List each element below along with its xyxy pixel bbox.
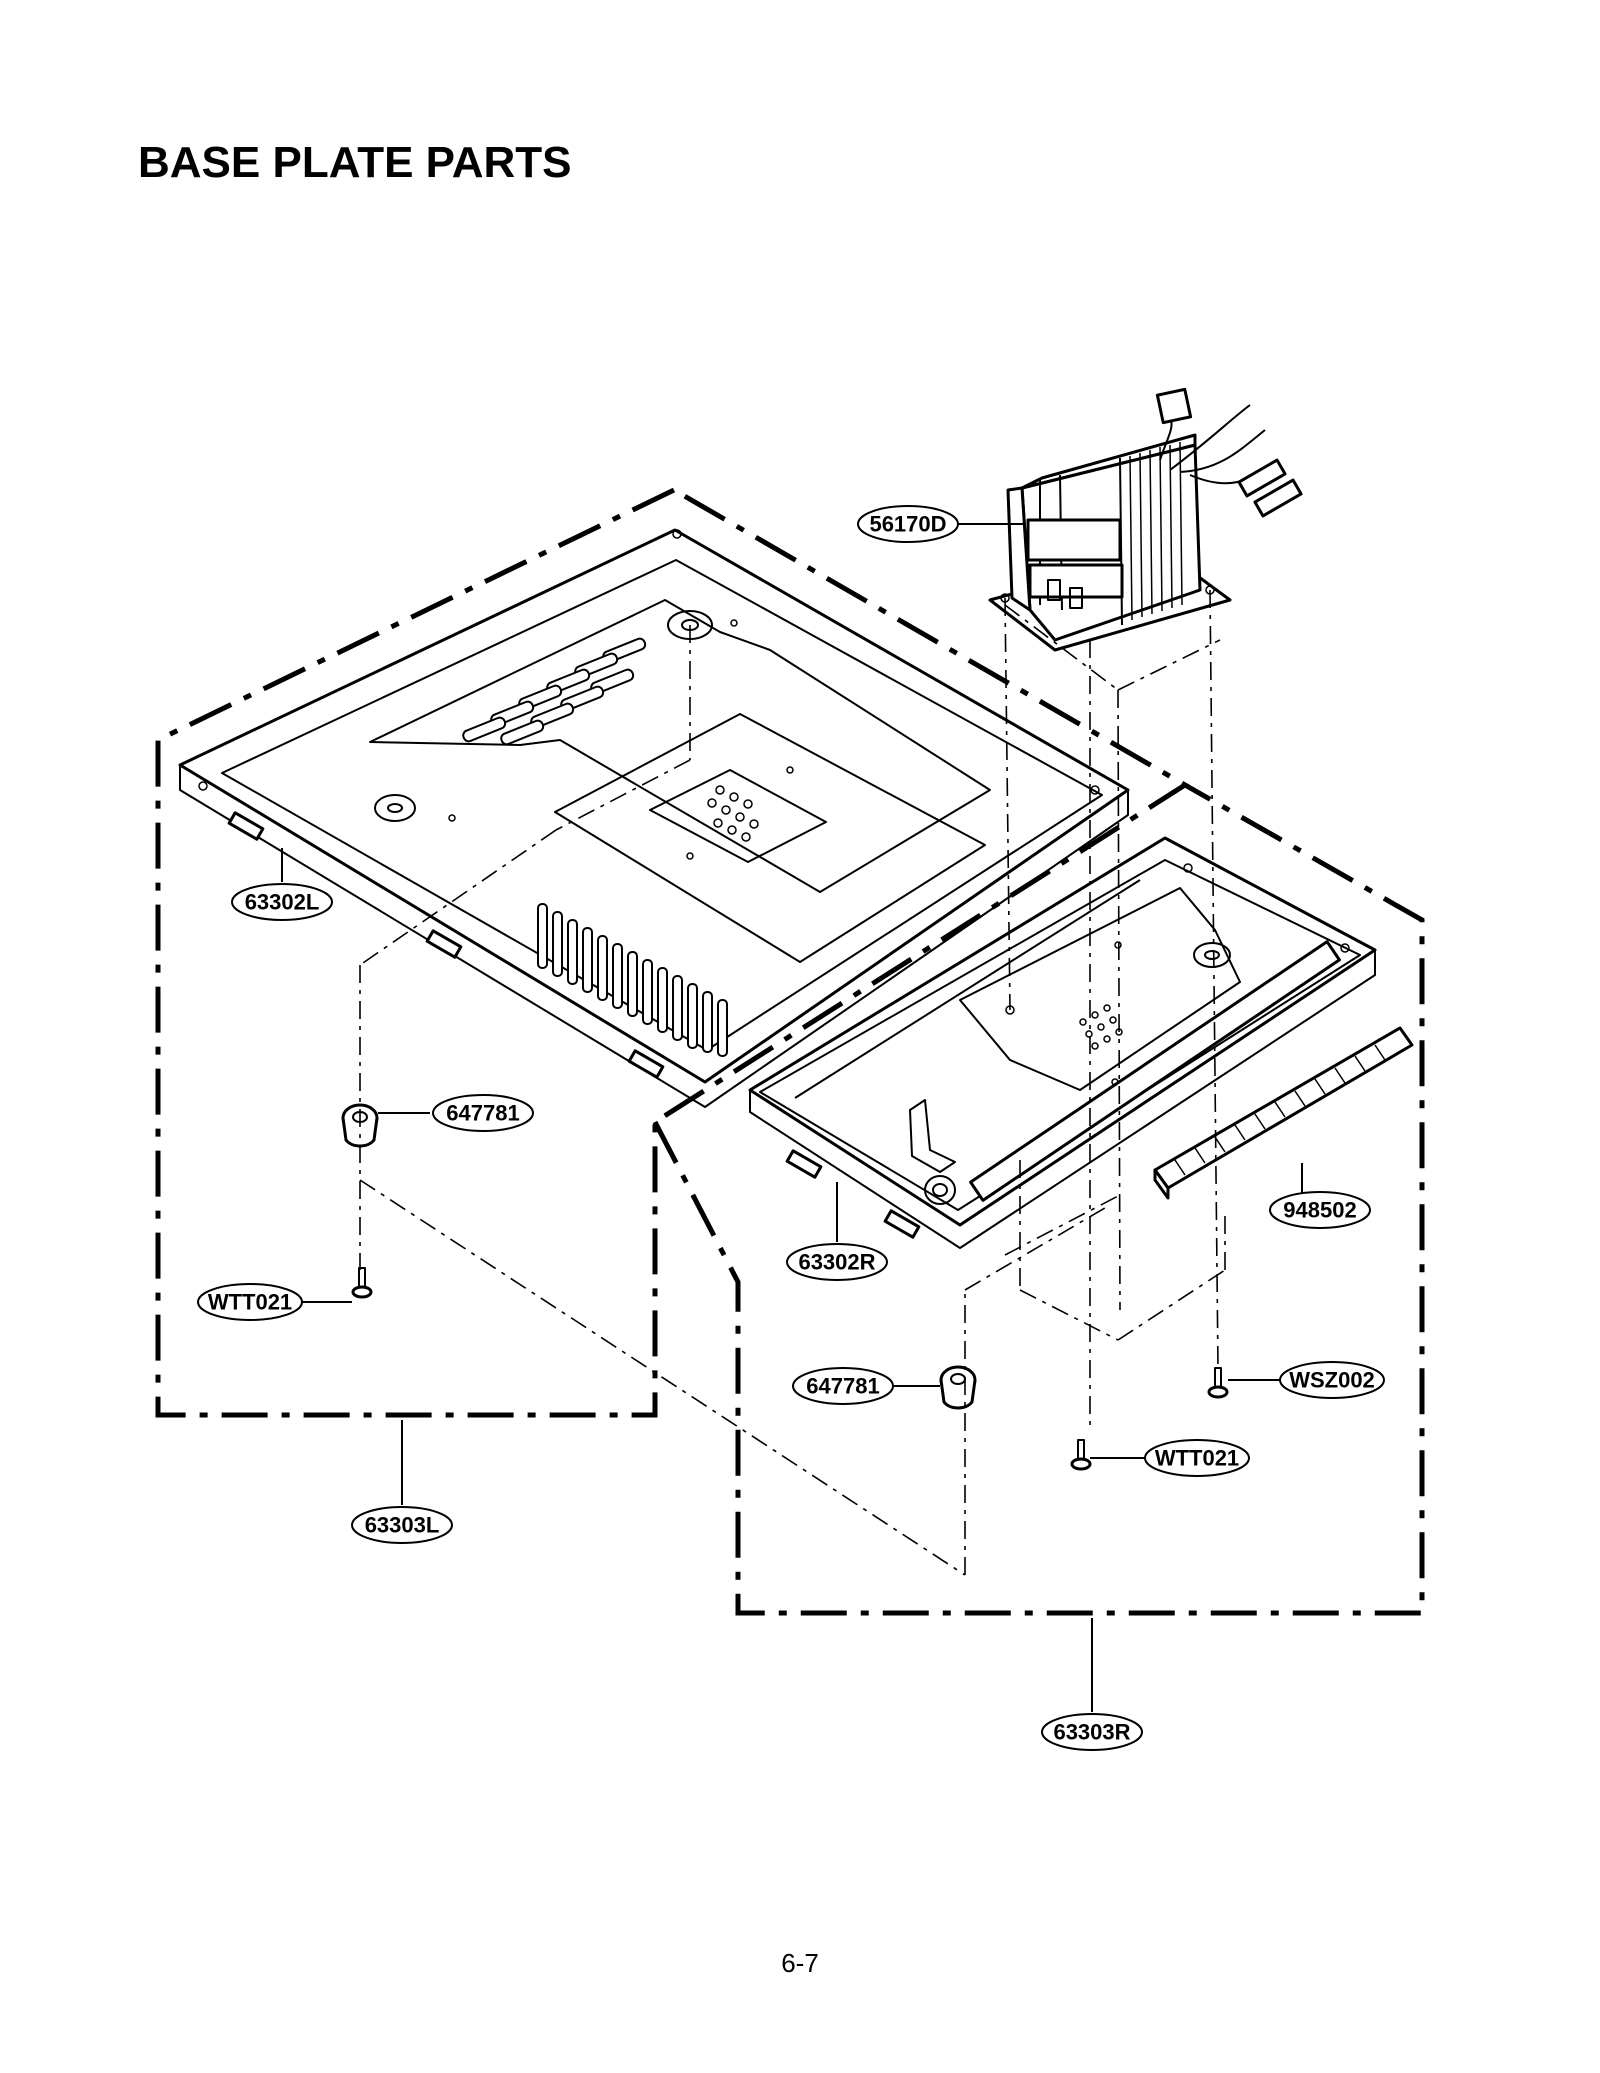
screw-right [1070,1439,1092,1471]
part-label-647781-left: 647781 [446,1101,519,1126]
vent-slots-front [537,903,728,1057]
callout-63303R: 63303R [1041,1713,1143,1751]
hole-pattern-left [707,785,759,842]
part-label-63302L: 63302L [245,890,320,915]
screw-wsz [1207,1367,1229,1399]
callout-WTT021-left: WTT021 [197,1283,303,1321]
hole-pattern-right [1079,1004,1123,1050]
leader-lines [281,523,1303,1712]
vent-slots-top [462,637,647,746]
callout-63302L: 63302L [231,883,333,921]
part-label-647781-right: 647781 [806,1374,879,1399]
callout-647781-left: 647781 [432,1094,534,1132]
callout-63303L: 63303L [351,1506,453,1544]
part-label-WSZ002: WSZ002 [1289,1368,1375,1393]
part-label-63302R: 63302R [798,1250,875,1275]
page-number: 6-7 [781,1948,819,1978]
part-label-63303L: 63303L [365,1513,440,1538]
part-label-63303R: 63303R [1053,1720,1130,1745]
screw-left [351,1267,373,1299]
page-title: BASE PLATE PARTS [138,138,572,187]
part-label-WTT021-left: WTT021 [208,1290,292,1315]
callout-948502: 948502 [1269,1191,1371,1229]
callout-56170D: 56170D [857,505,959,543]
callout-647781-right: 647781 [792,1367,894,1405]
magnet-strip [1153,1026,1414,1200]
part-label-56170D: 56170D [869,512,946,537]
base-plate-right [748,836,1377,1249]
callout-63302R: 63302R [786,1243,888,1281]
base-plate-left [178,528,1130,1108]
callout-WSZ002: WSZ002 [1279,1361,1385,1399]
transformer [988,387,1303,652]
callout-WTT021-right: WTT021 [1144,1439,1250,1477]
part-label-948502: 948502 [1283,1198,1356,1223]
assembly-boundary-right [652,782,1425,1616]
foot-right [939,1365,977,1410]
part-label-WTT021-right: WTT021 [1155,1446,1239,1471]
assembly-lines [359,589,1226,1576]
